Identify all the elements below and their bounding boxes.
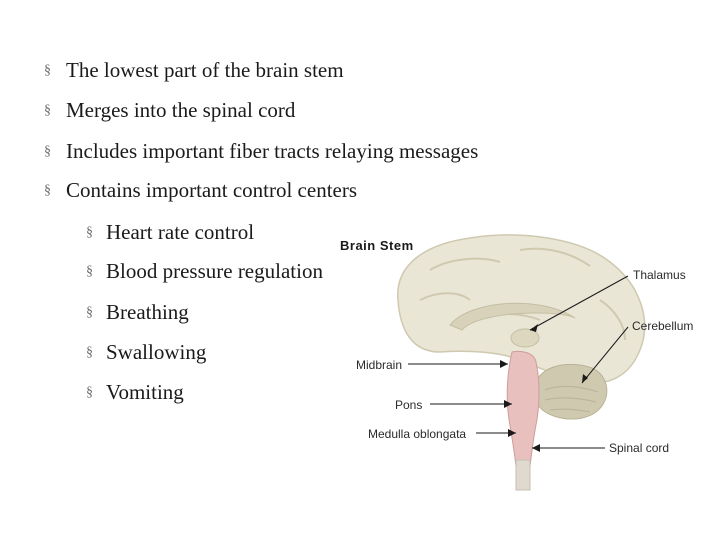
bullet-marker: § xyxy=(86,224,93,240)
bullet-item: § The lowest part of the brain stem xyxy=(44,58,344,83)
sub-bullet-item: § Heart rate control xyxy=(86,220,254,245)
bullet-text: Contains important control centers xyxy=(66,178,358,202)
bullet-text: Includes important fiber tracts relaying… xyxy=(66,139,479,163)
cerebellum-folds xyxy=(544,385,599,413)
bullet-text: The lowest part of the brain stem xyxy=(66,58,344,82)
label-pons: Pons xyxy=(395,398,422,412)
bullet-item: § Includes important fiber tracts relayi… xyxy=(44,139,478,164)
bullet-item: § Merges into the spinal cord xyxy=(44,98,295,123)
diagram-title: Brain Stem xyxy=(340,238,414,253)
label-medulla: Medulla oblongata xyxy=(368,427,466,441)
bullet-marker: § xyxy=(86,304,93,320)
bullet-item: § Contains important control centers xyxy=(44,178,357,203)
sub-bullet-text: Heart rate control xyxy=(106,220,255,244)
bullet-marker: § xyxy=(44,143,51,159)
brain-stem-shape xyxy=(506,350,540,467)
sub-bullet-item: § Swallowing xyxy=(86,340,206,365)
sub-bullet-text: Vomiting xyxy=(106,380,184,404)
label-cerebellum: Cerebellum xyxy=(632,319,693,333)
bullet-marker: § xyxy=(44,182,51,198)
corpus-callosum-shape xyxy=(449,302,576,331)
sub-bullet-text: Blood pressure regulation xyxy=(106,259,323,283)
sub-bullet-text: Swallowing xyxy=(106,340,207,364)
cerebellum-shape xyxy=(534,363,608,420)
bullet-marker: § xyxy=(86,384,93,400)
bullet-text: Merges into the spinal cord xyxy=(66,98,296,122)
label-thalamus: Thalamus xyxy=(633,268,686,282)
sub-bullet-item: § Blood pressure regulation xyxy=(86,259,323,284)
pointer-lines xyxy=(408,275,629,449)
sub-bullet-text: Breathing xyxy=(106,300,189,324)
bullet-marker: § xyxy=(86,344,93,360)
label-midbrain: Midbrain xyxy=(356,358,402,372)
gyri-lines xyxy=(419,247,626,341)
bullet-marker: § xyxy=(44,102,51,118)
sub-bullet-item: § Breathing xyxy=(86,300,189,325)
label-spinal-cord: Spinal cord xyxy=(609,441,669,455)
bullet-marker: § xyxy=(44,62,51,78)
pointer-heads xyxy=(500,324,588,452)
sub-bullet-item: § Vomiting xyxy=(86,380,184,405)
thalamus-shape xyxy=(510,328,540,348)
spinal-cord-shape xyxy=(515,459,531,491)
bullet-marker: § xyxy=(86,263,93,279)
